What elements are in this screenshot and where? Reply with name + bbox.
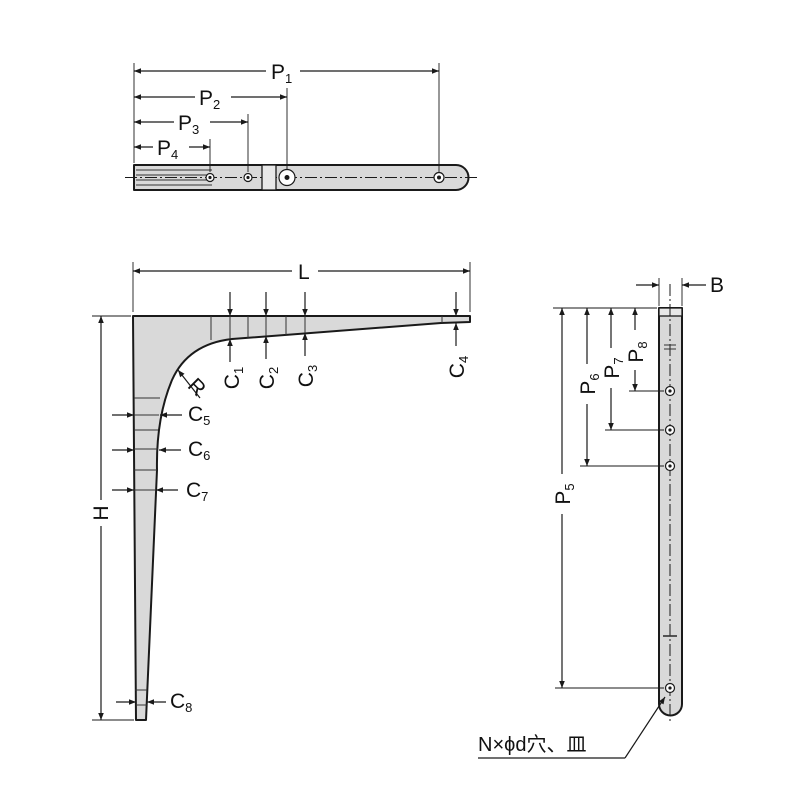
- dim-c2-label: C2: [256, 367, 281, 389]
- front-view: L H R C1 C2 C3 C4: [88, 258, 471, 721]
- dim-c1-label: C1: [221, 367, 246, 389]
- hole-note-label: N×ϕd穴、皿: [478, 733, 586, 756]
- side-view: B P8 P7 P6 P5 N×ϕd穴、皿: [478, 274, 724, 759]
- top-view: P1 P2 P3 P4: [125, 58, 480, 191]
- hole-note-leader: [478, 697, 665, 759]
- dim-r-label: R: [183, 374, 210, 401]
- dim-c6-label: C6: [188, 438, 210, 463]
- arm-steps: [210, 316, 443, 340]
- dim-p3-label: P3: [178, 112, 199, 137]
- leg-steps: [134, 397, 160, 706]
- dim-c8-label: C8: [170, 690, 192, 715]
- dim-b-label: B: [710, 274, 724, 297]
- dim-c3-label: C3: [295, 365, 320, 387]
- dim-c5-label: C5: [188, 403, 210, 428]
- dim-l-label: L: [298, 261, 310, 284]
- top-view-pivot-block: [261, 164, 277, 191]
- dim-p1-label: P1: [271, 61, 292, 86]
- dim-p7-label: P7: [601, 357, 626, 378]
- dim-h-label: H: [90, 505, 113, 520]
- top-view-grooves: [136, 169, 212, 186]
- dim-p6-label: P6: [577, 373, 602, 394]
- dim-c7-label: C7: [186, 479, 208, 504]
- dim-r-leader: [177, 369, 201, 399]
- dim-p2-label: P2: [199, 87, 220, 112]
- dim-p4-label: P4: [157, 137, 178, 162]
- dim-p8-label: P8: [625, 341, 650, 362]
- dim-p5-label: P5: [552, 483, 577, 504]
- dim-c4-label: C4: [446, 356, 471, 378]
